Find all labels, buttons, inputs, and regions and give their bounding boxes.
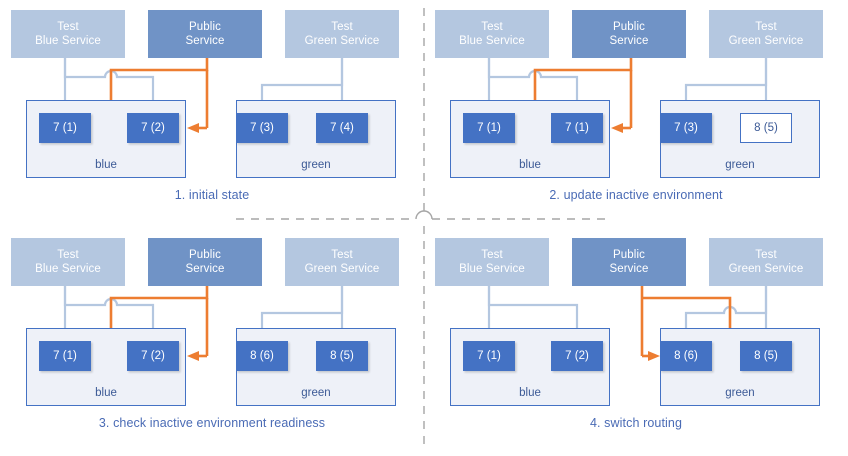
service-test-green[interactable]: Test Green Service: [709, 238, 823, 286]
service-test-blue[interactable]: Test Blue Service: [435, 10, 549, 58]
panel-switch-routing: Test Blue Service Public Service Test Gr…: [424, 228, 848, 456]
instance-blue-right[interactable]: 7 (2): [551, 341, 603, 371]
environment-green-label: green: [725, 159, 755, 171]
service-test-blue-line2: Blue Service: [459, 263, 525, 275]
service-test-green-line2: Green Service: [728, 263, 804, 275]
service-test-blue-line2: Blue Service: [35, 35, 101, 47]
instance-green-right[interactable]: 8 (5): [316, 341, 368, 371]
service-test-green-line2: Green Service: [304, 263, 380, 275]
service-test-blue[interactable]: Test Blue Service: [435, 238, 549, 286]
panel-check-inactive-readiness: Test Blue Service Public Service Test Gr…: [0, 228, 424, 456]
service-test-blue-line1: Test: [57, 21, 79, 33]
environment-green-label: green: [301, 387, 331, 399]
service-test-green-line1: Test: [331, 249, 353, 261]
panel-update-inactive-environment: Test Blue Service Public Service Test Gr…: [424, 0, 848, 228]
instance-blue-left[interactable]: 7 (1): [463, 113, 515, 143]
service-public-line2: Service: [185, 263, 225, 275]
environment-blue-label: blue: [95, 387, 117, 399]
service-test-blue-line1: Test: [481, 249, 503, 261]
panel-4-caption: 4. switch routing: [589, 416, 683, 430]
service-public[interactable]: Public Service: [148, 238, 262, 286]
environment-blue-label: blue: [95, 159, 117, 171]
service-test-blue-line1: Test: [57, 249, 79, 261]
service-public[interactable]: Public Service: [572, 238, 686, 286]
service-public-line2: Service: [609, 35, 649, 47]
service-public[interactable]: Public Service: [572, 10, 686, 58]
service-public-line1: Public: [189, 249, 221, 261]
service-public-line2: Service: [185, 35, 225, 47]
instance-blue-right[interactable]: 7 (2): [127, 341, 179, 371]
environment-blue-label: blue: [519, 159, 541, 171]
service-test-blue[interactable]: Test Blue Service: [11, 10, 125, 58]
service-public-line1: Public: [613, 21, 645, 33]
service-test-blue-line1: Test: [481, 21, 503, 33]
service-public-line1: Public: [613, 249, 645, 261]
instance-blue-left[interactable]: 7 (1): [39, 341, 91, 371]
instance-green-right[interactable]: 8 (5): [740, 341, 792, 371]
panel-2-caption: 2. update inactive environment: [549, 188, 723, 202]
service-test-green-line1: Test: [755, 21, 777, 33]
service-test-green[interactable]: Test Green Service: [709, 10, 823, 58]
service-test-green-line1: Test: [755, 249, 777, 261]
panel-1-caption: 1. initial state: [174, 188, 250, 202]
service-test-green-line1: Test: [331, 21, 353, 33]
instance-blue-left[interactable]: 7 (1): [463, 341, 515, 371]
service-public[interactable]: Public Service: [148, 10, 262, 58]
service-test-green-line2: Green Service: [728, 35, 804, 47]
instance-green-right[interactable]: 8 (5): [740, 113, 792, 143]
service-test-green-line2: Green Service: [304, 35, 380, 47]
instance-green-left[interactable]: 7 (3): [660, 113, 712, 143]
instance-blue-right[interactable]: 7 (2): [127, 113, 179, 143]
service-test-blue-line2: Blue Service: [35, 263, 101, 275]
panel-initial-state: Test Blue Service Public Service Test Gr…: [0, 0, 424, 228]
instance-green-left[interactable]: 8 (6): [660, 341, 712, 371]
service-test-blue-line2: Blue Service: [459, 35, 525, 47]
service-test-green[interactable]: Test Green Service: [285, 238, 399, 286]
instance-green-left[interactable]: 8 (6): [236, 341, 288, 371]
instance-green-left[interactable]: 7 (3): [236, 113, 288, 143]
instance-green-right[interactable]: 7 (4): [316, 113, 368, 143]
environment-green-label: green: [301, 159, 331, 171]
instance-blue-right[interactable]: 7 (1): [551, 113, 603, 143]
instance-blue-left[interactable]: 7 (1): [39, 113, 91, 143]
service-public-line1: Public: [189, 21, 221, 33]
panel-3-caption: 3. check inactive environment readiness: [98, 416, 326, 430]
service-test-blue[interactable]: Test Blue Service: [11, 238, 125, 286]
environment-green-label: green: [725, 387, 755, 399]
service-public-line2: Service: [609, 263, 649, 275]
environment-blue-label: blue: [519, 387, 541, 399]
service-test-green[interactable]: Test Green Service: [285, 10, 399, 58]
